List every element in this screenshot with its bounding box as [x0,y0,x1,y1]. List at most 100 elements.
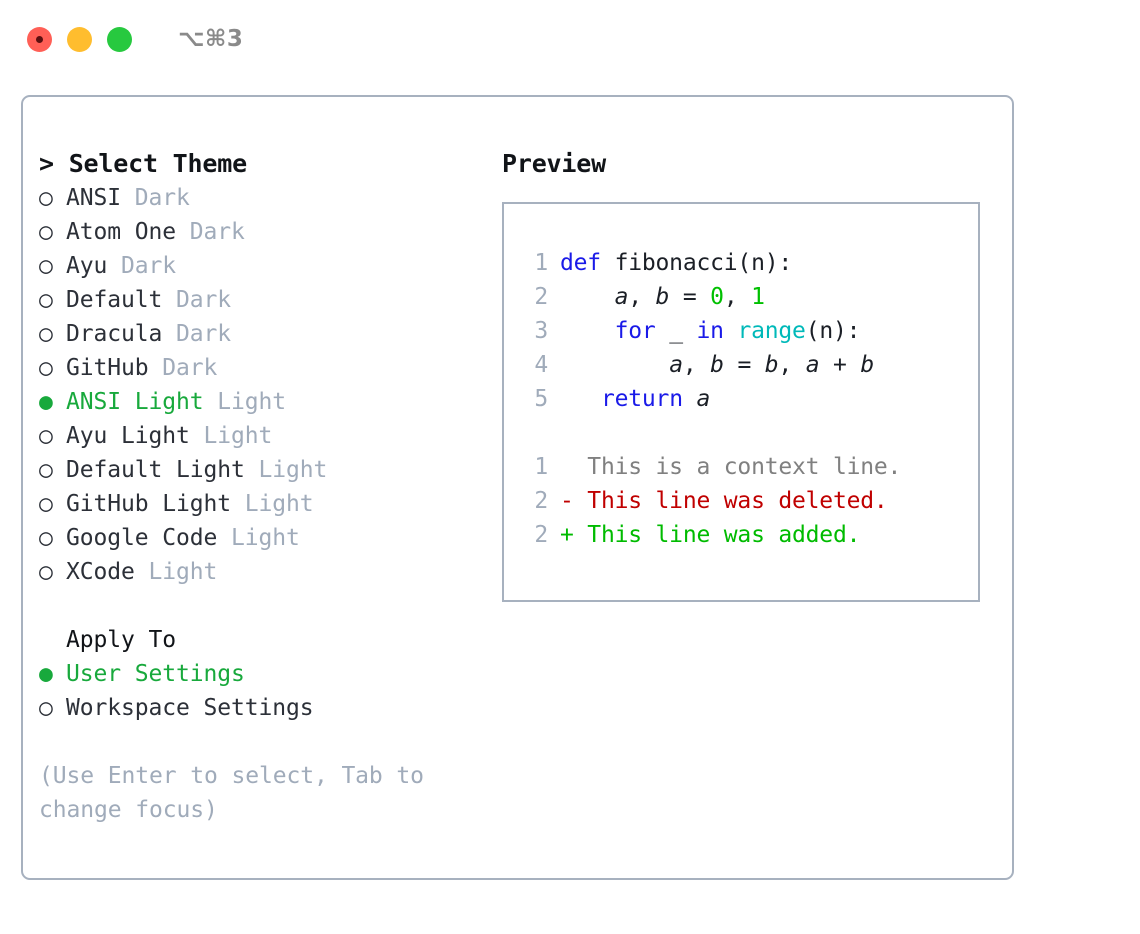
preview-heading: Preview [502,149,606,178]
code-token: b [710,352,724,378]
theme-option-label: Ayu [66,253,108,279]
radio-unselected-icon: ○ [39,559,53,585]
line-number: 2 [534,284,548,310]
code-token: (n): [805,318,861,344]
diff-text: This is a context line. [573,454,902,480]
theme-option-label: GitHub [66,355,149,381]
radio-unselected-icon: ○ [39,695,53,721]
code-token: b [764,352,779,378]
theme-option[interactable]: ○Dracula Dark [39,317,489,351]
radio-unselected-icon: ○ [39,457,53,483]
diff-line: 1 This is a context line. [522,450,901,484]
theme-option[interactable]: ○Ayu Dark [39,249,489,283]
theme-option-tag: Light [134,559,218,585]
theme-option-tag: Light [230,491,314,517]
line-number: 1 [534,454,548,480]
code-token: , [628,284,656,310]
theme-option[interactable]: ○Atom One Dark [39,215,489,249]
line-number: 4 [534,352,548,378]
code-token [560,318,615,344]
radio-unselected-icon: ○ [39,355,53,381]
code-token: range [737,318,806,344]
code-line: 3 for _ in range(n): [522,314,901,348]
code-token: b [655,284,670,310]
apply-to-list: ●User Settings ○ Workspace Settings [39,657,489,725]
code-token: a [696,386,711,412]
theme-option-tag: Light [217,525,300,551]
theme-option-label: ANSI Light [66,389,204,415]
theme-option[interactable]: ○Ayu Light Light [39,419,489,453]
code-token: for [614,318,656,344]
spacer [39,725,489,759]
code-token [560,352,669,378]
radio-unselected-icon: ○ [39,423,53,449]
minimize-button[interactable] [67,26,92,52]
code-token: fibonacci(n): [614,250,793,276]
code-token: a [805,352,820,378]
code-token [560,386,601,412]
keyboard-shortcut-label: ⌥⌘3 [178,25,244,52]
code-token: , [778,352,806,378]
code-token: a [669,352,683,378]
code-spacer [522,416,901,450]
theme-option-label: Google Code [66,525,218,551]
theme-option-tag: Dark [162,287,231,313]
theme-option[interactable]: ○GitHub Light Light [39,487,489,521]
code-token: + [819,352,861,378]
code-token: 1 [751,284,765,310]
theme-option[interactable]: ○ GitHub Dark [39,351,489,385]
theme-option-label: GitHub Light [66,491,231,517]
select-theme-heading: > Select Theme [39,149,247,178]
theme-option-label: Default Light [66,457,245,483]
diff-line: 2- This line was deleted. [522,484,901,518]
apply-to-option-label: User Settings [66,661,245,687]
theme-option-label: XCode [66,559,135,585]
code-token: = [669,284,711,310]
theme-option-label: Default [66,287,163,313]
code-token: = [723,352,765,378]
diff-text: This line was added. [573,522,861,548]
theme-option-tag: Light [203,389,286,415]
maximize-button[interactable] [107,26,132,52]
radio-unselected-icon: ○ [39,287,53,313]
radio-selected-icon: ● [39,389,53,415]
radio-unselected-icon: ○ [39,253,53,279]
diff-text: This line was deleted. [573,488,888,514]
theme-option[interactable]: ○ANSI Dark [39,181,489,215]
code-line: 2 a, b = 0, 1 [522,280,901,314]
theme-option-label: Atom One [66,219,176,245]
diff-sign: - [560,488,574,514]
theme-option[interactable]: ○Default Light Light [39,453,489,487]
code-token: def [560,250,615,276]
theme-option[interactable]: ● ANSI Light Light [39,385,489,419]
theme-option[interactable]: ○ Default Dark [39,283,489,317]
line-number: 5 [534,386,548,412]
theme-list: ○ANSI Dark○Atom One Dark○Ayu Dark○Defaul… [39,181,489,589]
title-bar: ⌥⌘3 [0,0,1140,78]
theme-option-tag: Dark [148,355,218,381]
theme-option-tag: Dark [175,219,245,245]
apply-to-option[interactable]: ○ Workspace Settings [39,691,489,725]
theme-option[interactable]: ○ Google Code Light [39,521,489,555]
code-line: 5 return a [522,382,901,416]
code-token: , [682,352,711,378]
theme-option-label: Dracula [66,321,163,347]
theme-option-tag: Light [189,423,273,449]
apply-to-option-label: Workspace Settings [66,695,314,721]
radio-unselected-icon: ○ [39,525,53,551]
radio-unselected-icon: ○ [39,321,53,347]
code-token: , [723,284,752,310]
close-button[interactable] [27,26,52,52]
main-panel: > Select Theme ○ANSI Dark○Atom One Dark○… [21,95,1014,880]
apply-to-heading: Apply To [66,627,176,653]
code-token: return [600,386,683,412]
diff-sign: + [560,522,574,548]
theme-option[interactable]: ○ XCode Light [39,555,489,589]
apply-to-option[interactable]: ●User Settings [39,657,489,691]
diff-sign [560,454,574,480]
line-number: 2 [534,488,548,514]
